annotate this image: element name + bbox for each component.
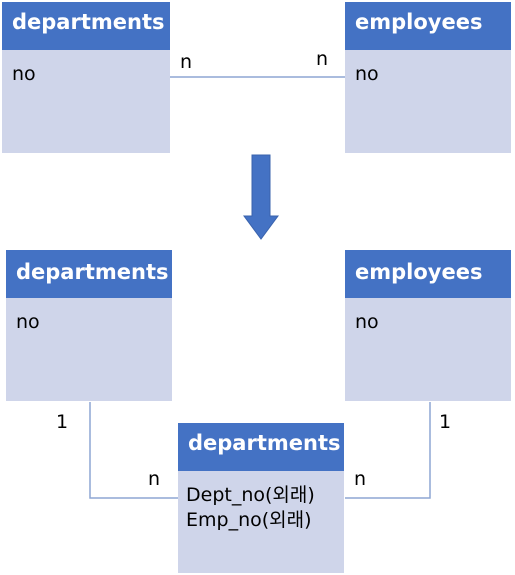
field-no: no <box>12 63 36 85</box>
bottom-left-parent-cardinality: 1 <box>56 411 69 433</box>
down-arrow-icon <box>243 154 279 240</box>
bottom-left-relation-line <box>89 402 178 499</box>
entity-title: departments <box>6 250 172 298</box>
entity-fields: no <box>345 298 511 335</box>
bottom-left-child-cardinality: n <box>148 468 161 490</box>
entity-title: departments <box>178 423 344 471</box>
field-no: no <box>355 63 379 85</box>
top-departments-entity: departments no <box>2 2 170 153</box>
bottom-right-parent-cardinality: 1 <box>439 411 452 433</box>
entity-fields: Dept_no(외래) Emp_no(외래) <box>178 471 344 533</box>
field-emp-no: Emp_no(외래) <box>186 509 312 531</box>
entity-title: employees <box>345 250 511 298</box>
bottom-employees-entity: employees no <box>345 250 511 401</box>
field-no: no <box>355 311 379 333</box>
entity-fields: no <box>2 50 170 87</box>
junction-entity: departments Dept_no(외래) Emp_no(외래) <box>178 423 344 573</box>
bottom-departments-entity: departments no <box>6 250 172 401</box>
bottom-right-relation-line <box>345 402 431 499</box>
entity-fields: no <box>6 298 172 335</box>
bottom-right-child-cardinality: n <box>354 468 367 490</box>
field-dept-no: Dept_no(외래) <box>186 484 315 506</box>
top-right-cardinality: n <box>316 48 329 70</box>
entity-title: employees <box>345 2 511 50</box>
entity-fields: no <box>345 50 511 87</box>
entity-title: departments <box>2 2 170 50</box>
top-employees-entity: employees no <box>345 2 511 153</box>
field-no: no <box>16 311 40 333</box>
top-left-cardinality: n <box>180 51 193 73</box>
